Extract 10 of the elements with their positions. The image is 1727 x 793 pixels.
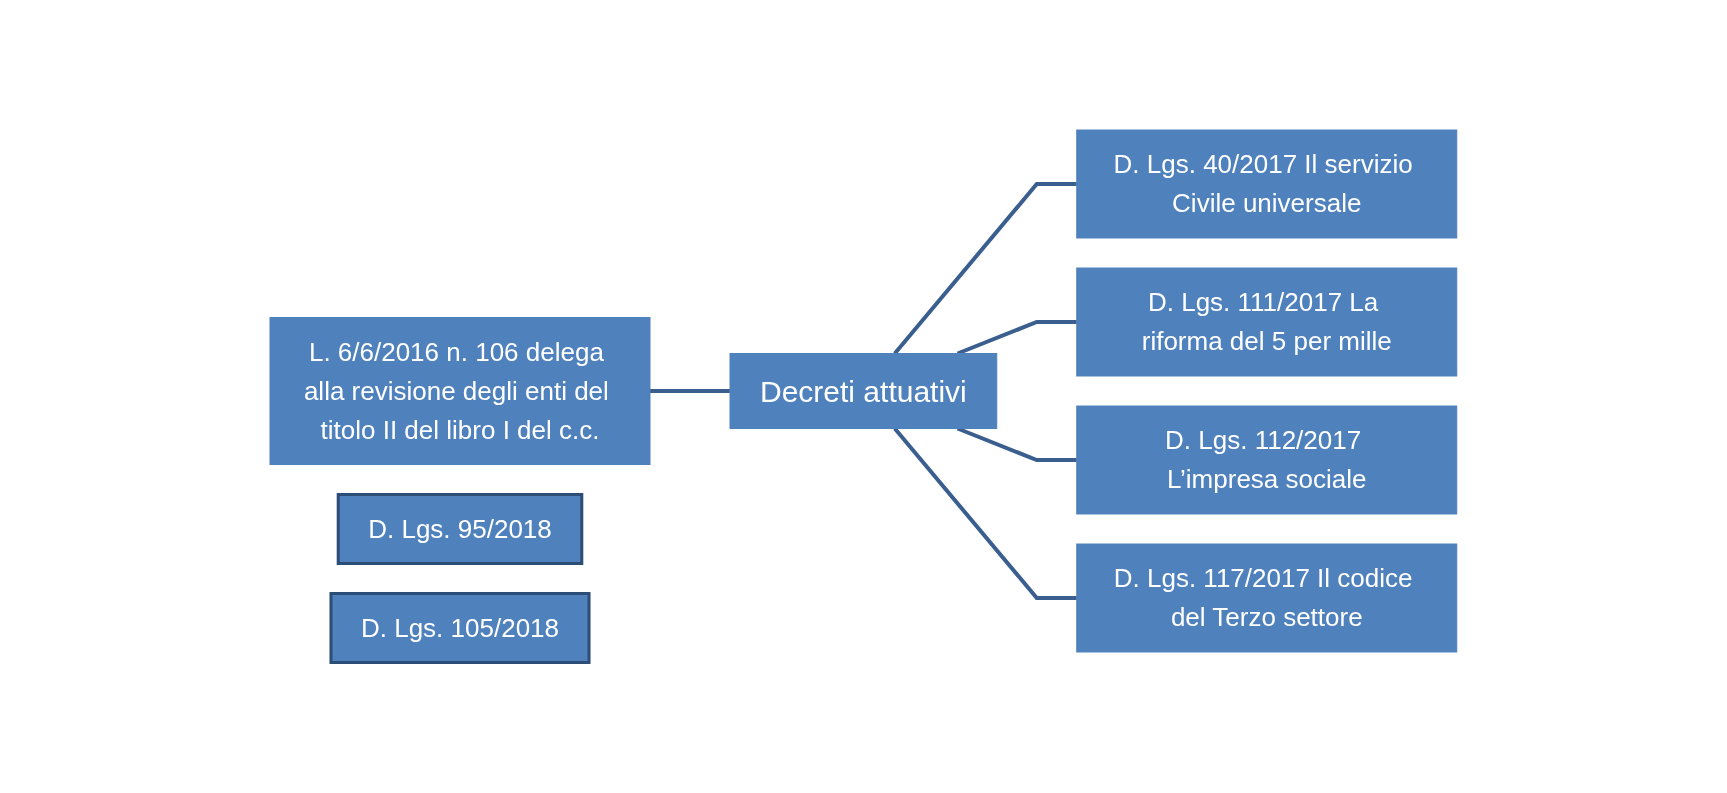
node-box: L. 6/6/2016 n. 106 delega alla revisione degli enti del titolo II del libro I del c.c.	[269, 317, 651, 466]
node-box: D. Lgs. 105/2018	[329, 592, 591, 665]
node-box: D. Lgs. 117/2017 Il codice del Terzo settore	[1076, 543, 1458, 653]
node-box: D. Lgs. 40/2017 Il servizio Civile universale	[1076, 129, 1458, 239]
node-box: D. Lgs. 111/2017 La riforma del 5 per mille	[1076, 267, 1458, 377]
node-box: D. Lgs. 112/2017 L’impresa sociale	[1076, 405, 1458, 515]
connector	[650, 389, 731, 394]
node-box: Decreti attuativi	[729, 353, 998, 430]
connector	[893, 427, 1077, 601]
node-box: D. Lgs. 95/2018	[336, 493, 584, 566]
